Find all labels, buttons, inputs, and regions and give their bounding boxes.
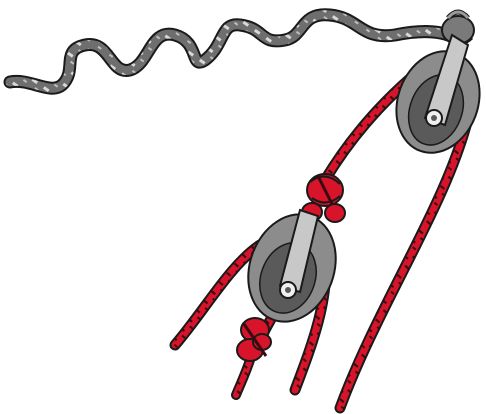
grey-rope (10, 15, 455, 88)
top-pulley-block (383, 35, 486, 165)
stopper-knot (237, 318, 271, 361)
